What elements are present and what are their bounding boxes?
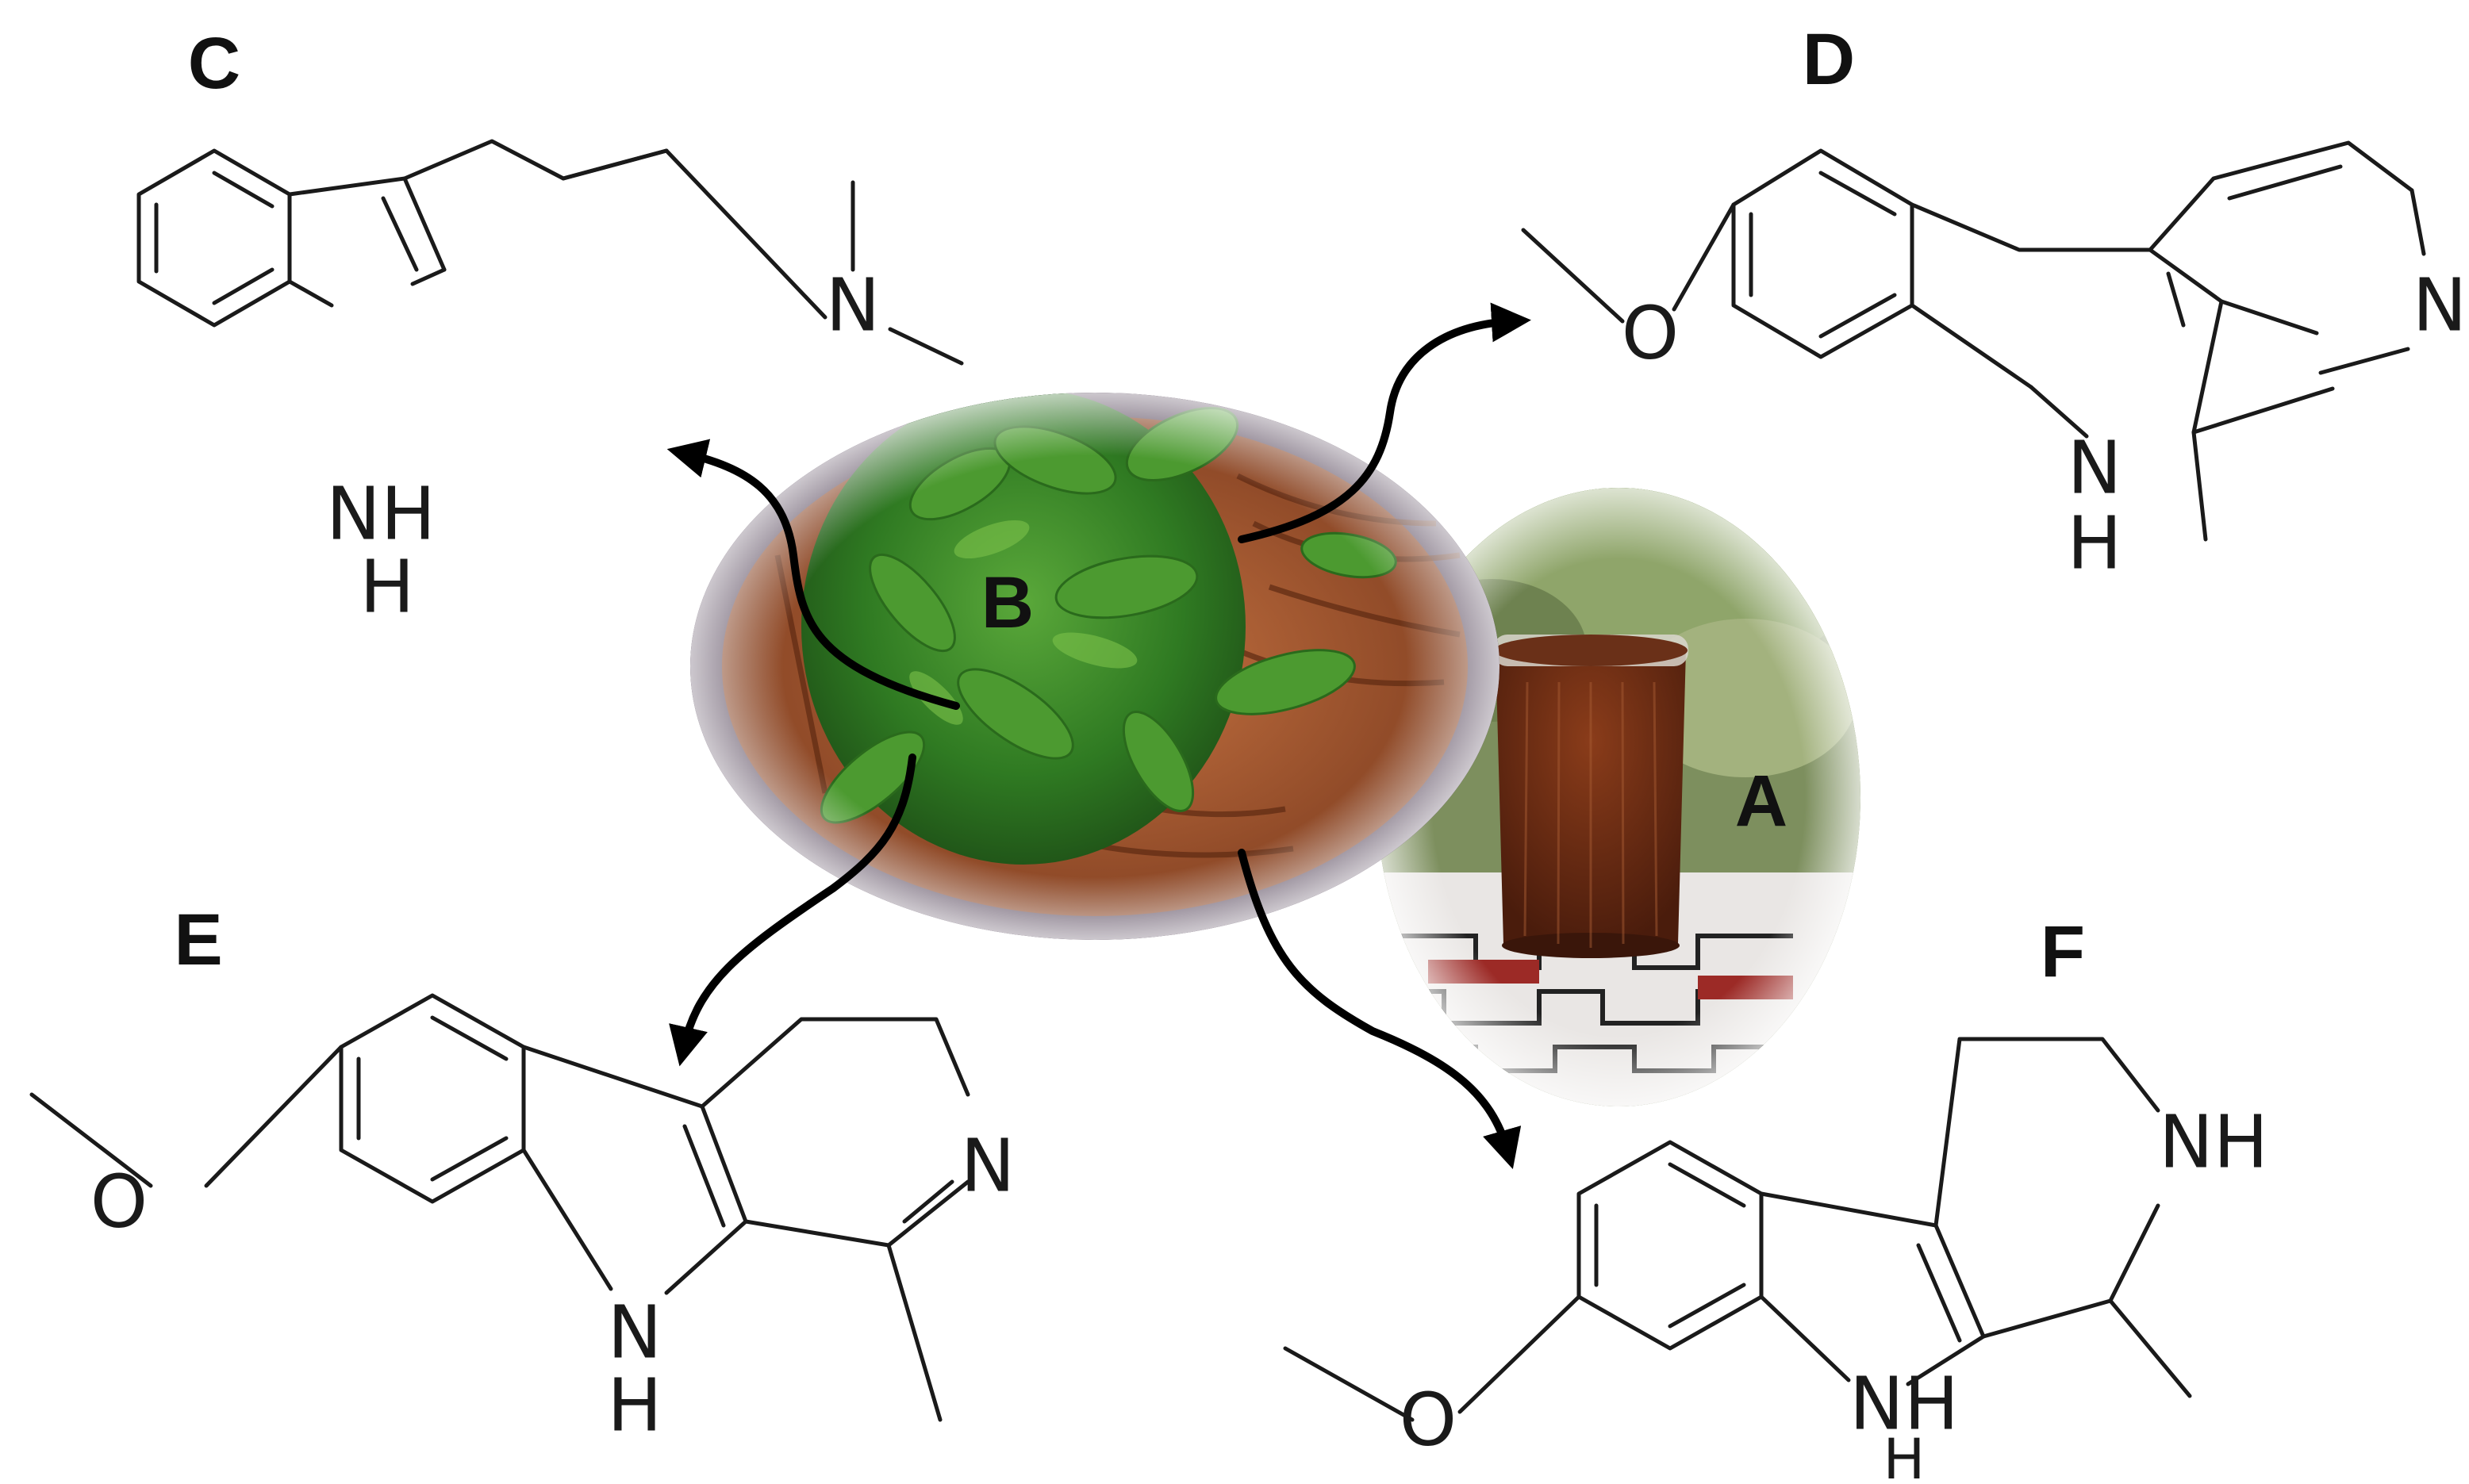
- label-b: B: [981, 562, 1034, 643]
- label-d: D: [1803, 19, 1855, 100]
- label-c: C: [188, 23, 240, 104]
- label-e: E: [174, 899, 222, 980]
- atom-o: O: [1400, 1378, 1457, 1463]
- structure-c-dmt: N NH H: [136, 139, 964, 630]
- arrow-to-d: [1238, 302, 1531, 543]
- atom-n: N: [2413, 263, 2467, 348]
- structure-d-harmine: O N N H: [1521, 140, 2467, 586]
- atom-nh: NH: [1849, 1362, 1959, 1447]
- arrow-to-f: [1238, 849, 1522, 1170]
- atom-h: H: [607, 1363, 662, 1448]
- atom-h: H: [359, 545, 414, 630]
- structure-f-thh: O NH NH H: [1283, 1037, 2268, 1484]
- atom-o: O: [1622, 291, 1679, 376]
- label-f: F: [2041, 911, 2085, 992]
- atom-n: N: [826, 263, 881, 348]
- atom-n: N: [2068, 426, 2122, 511]
- arrow-to-e: [669, 754, 916, 1067]
- atom-h: H: [2067, 501, 2121, 586]
- atom-n: N: [961, 1124, 1016, 1209]
- structure-e-harmaline: O N N H: [29, 993, 1016, 1448]
- arrow-to-c: [666, 439, 960, 710]
- atom-nh: NH: [326, 472, 436, 557]
- atom-h: H: [1883, 1427, 1926, 1484]
- atom-nh: NH: [2159, 1100, 2268, 1185]
- label-a: A: [1735, 761, 1787, 842]
- atom-n: N: [608, 1290, 662, 1375]
- atom-o: O: [90, 1160, 148, 1244]
